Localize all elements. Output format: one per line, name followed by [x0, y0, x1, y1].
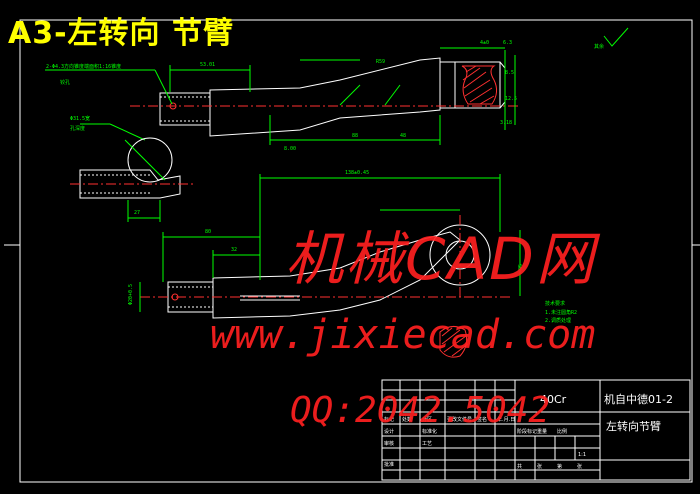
watermark-qq: QQ:2042.5042	[290, 390, 551, 431]
upper-dimensions	[45, 27, 629, 145]
drawing-title: A3-左转向 节臂	[8, 16, 234, 51]
material-label: 40Cr	[540, 393, 567, 406]
side-dimensions	[124, 139, 166, 222]
drawing-number: 机自中德01-2	[604, 392, 673, 406]
title-block	[381, 379, 691, 481]
title-block-cell-label: 分区	[422, 416, 432, 423]
surface-note: 其余	[594, 43, 604, 50]
svg-text:8.00: 8.00	[284, 146, 296, 152]
title-block-cell-label: 批准	[384, 461, 394, 468]
scale-label: 1:1	[578, 452, 586, 458]
svg-text:8.5: 8.5	[505, 70, 514, 76]
title-block-cells: 标记 处数 分区 更改文件号签名 年.月.日设计 标准化 阶段标记重量 比例审核 工艺批准 共 张 第…	[384, 416, 582, 470]
side-view	[79, 137, 181, 199]
title-block-cell-label: 签名	[477, 416, 487, 423]
svg-text:138±0.45: 138±0.45	[345, 170, 369, 176]
title-block-cell-label: 阶段标记	[517, 428, 537, 435]
title-block-cell-label: 审核	[384, 440, 394, 447]
watermark-site: 机械CAD网	[285, 225, 596, 293]
svg-text:孔深度: 孔深度	[70, 125, 85, 132]
title-block-cell-label: 共	[517, 463, 522, 470]
title-block-cell-label: 工艺	[422, 441, 432, 447]
svg-text:12.5: 12.5	[505, 96, 517, 102]
tech-notes-title: 技术要求	[545, 300, 565, 307]
title-block-cell-label: 更改文件号	[447, 416, 472, 423]
title-block-cell-label: 第	[557, 463, 562, 470]
upper-head-section	[461, 65, 498, 105]
title-block-cell-label: 标记	[384, 416, 394, 423]
svg-text:1.未注圆角R2: 1.未注圆角R2	[545, 309, 577, 316]
title-block-cell-label: 标准化	[422, 428, 437, 435]
svg-text:4±0: 4±0	[480, 40, 489, 46]
title-block-cell-label: 重量	[537, 428, 547, 435]
svg-text:2.调质处理: 2.调质处理	[545, 317, 571, 324]
svg-text:R59: R59	[376, 59, 385, 65]
sheet-border	[19, 19, 693, 483]
svg-text:32: 32	[231, 247, 237, 253]
svg-text:Φ20+0.5: Φ20+0.5	[128, 284, 134, 305]
lower-dimensions	[139, 174, 521, 312]
svg-text:85: 85	[518, 264, 524, 270]
title-block-cell-label: 张	[537, 463, 542, 470]
lower-hole-mark	[171, 293, 179, 301]
svg-text:铰孔: 铰孔	[60, 79, 70, 86]
title-block-cell-label: 设计	[384, 428, 394, 435]
upper-view	[159, 57, 506, 137]
svg-text:80: 80	[205, 229, 211, 235]
svg-text:Φ31.5宽: Φ31.5宽	[70, 115, 90, 122]
title-block-cell-label: 年.月.日	[497, 416, 515, 423]
svg-text:48: 48	[400, 133, 406, 139]
title-block-cell-label: 比例	[557, 428, 567, 435]
svg-text:88: 88	[352, 133, 358, 139]
title-block-cell-label: 处数	[402, 416, 412, 423]
svg-text:6.3: 6.3	[503, 40, 512, 46]
upper-hole-mark	[169, 102, 177, 110]
side-dim-text: 27	[134, 210, 140, 216]
watermark-url: www.jixiecad.com	[210, 312, 596, 358]
svg-text:2-Φ4.3方向锥度端面积1:16锥度: 2-Φ4.3方向锥度端面积1:16锥度	[46, 63, 121, 70]
svg-text:3.18: 3.18	[500, 120, 512, 126]
title-block-cell-label: 张	[577, 463, 582, 470]
lower-section	[439, 326, 469, 358]
upper-dim-text: 53.01 R59 4±0 6.3 8.5 12.5 3.18 48 88 8.…	[46, 40, 604, 152]
svg-text:53.01: 53.01	[200, 62, 215, 68]
lower-dim-text: 138±0.45 80 32 Φ20+0.5 85 技术要求 1.未注圆角R2 …	[128, 170, 577, 324]
part-name: 左转向节臂	[606, 419, 661, 433]
